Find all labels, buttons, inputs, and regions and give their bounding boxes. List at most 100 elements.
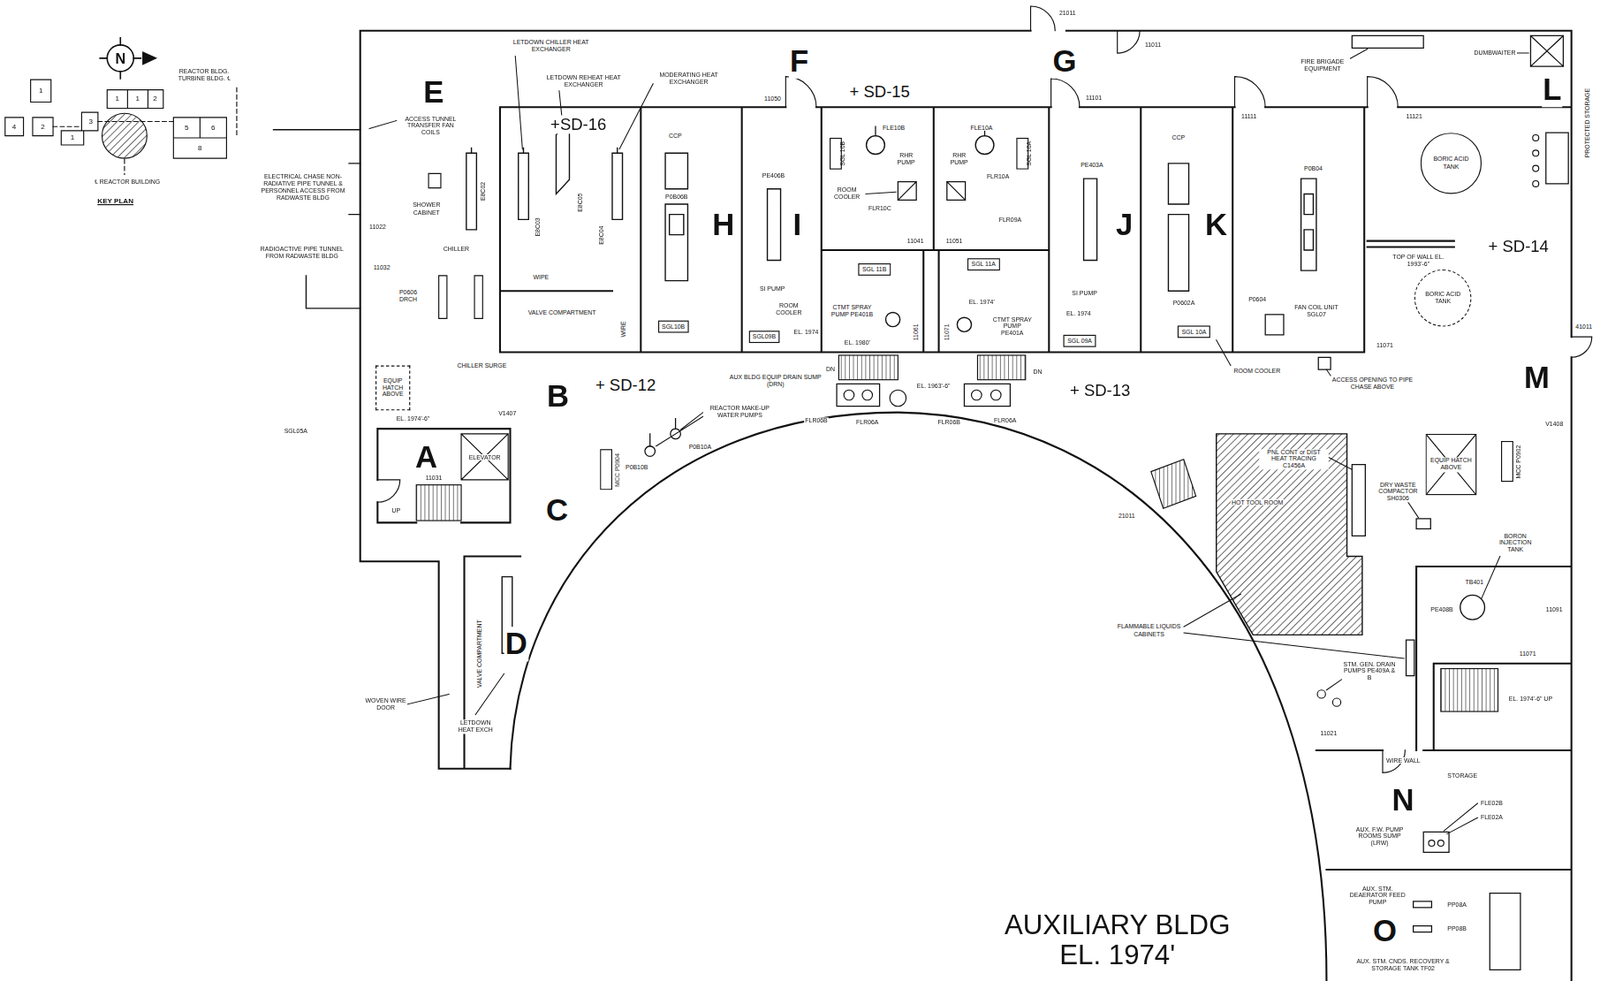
node-text: EQUIP HATCH ABOVE [1429, 457, 1473, 472]
plan-label: 41011 [1574, 323, 1593, 331]
plan-label: 21011 [1058, 9, 1077, 17]
plan-label: EL. 1974 [792, 327, 819, 335]
plan-label: MODERATING HEAT EXCHANGER [655, 71, 723, 86]
plan-label: FLAMMABLE LIQUIDS CABINETS [1114, 623, 1183, 638]
zone-letter: D [504, 626, 529, 662]
plan-label: EL. 1974'-6" [395, 415, 432, 423]
drain-pump [1332, 697, 1341, 706]
plan-label: HOT TOOL ROOM [1230, 498, 1285, 506]
equipment-box: BORIC ACID TANK [1414, 269, 1472, 327]
small-tank [1532, 180, 1540, 187]
plan-label: P0B06B [664, 193, 690, 201]
zone-letter: I [791, 206, 803, 243]
plan-label: FIRE BRIGADE EQUIPMENT [1295, 58, 1350, 73]
plan-label: PE408B [1429, 605, 1455, 613]
rhr-pump [866, 136, 886, 155]
plan-label: CCP [667, 132, 683, 140]
sump-pump [862, 389, 873, 401]
plan-label: CTMT SPRAY PUMP PE401A [991, 315, 1035, 337]
plan-label: FLR10C [867, 204, 893, 213]
plan-label: 11031 [424, 473, 443, 481]
zone-letter: + SD-15 [848, 83, 911, 102]
plan-label: AUX BLDG EQUIP DRAIN SUMP (DRN) [728, 373, 823, 388]
plan-label: ACCESS OPENING TO PIPE CHASE ABOVE [1328, 376, 1417, 391]
equipment-box: SGL10B [657, 319, 689, 334]
equipment-box: SGL 11A [967, 257, 1001, 272]
plan-label: 11041 [906, 237, 926, 245]
plan-label: CHILLER SURGE [455, 361, 508, 369]
plan-label: P0B10A [687, 443, 713, 451]
plan-label: FLR06B [936, 418, 962, 426]
equipment-box: BORIC ACID TANK [1420, 132, 1482, 194]
key-plan-boxes [5, 79, 228, 159]
plan-label: EL. 1974'-6" UP [1503, 695, 1557, 703]
zone-letter: + SD-13 [1069, 381, 1132, 401]
doors [377, 6, 1592, 773]
plan-label: P0604 [1247, 295, 1267, 303]
zone-letter: L [1541, 71, 1563, 107]
plan-label: E8C04 [599, 224, 607, 246]
spray-pump [956, 317, 971, 332]
zone-letter: J [1114, 206, 1135, 243]
plan-label: TB401 [1463, 577, 1485, 585]
plan-label: AUX. STM. DEAERATOR FEED PUMP [1348, 885, 1408, 907]
plan-label: 11050 [763, 95, 782, 103]
plan-label: 1 [69, 133, 76, 142]
node-text: SGL09B [752, 333, 776, 341]
plan-label: TOP OF WALL EL. 1993'-6" [1387, 254, 1449, 269]
key-plan-reactor [101, 113, 147, 159]
plan-label: PP08A [1446, 900, 1468, 908]
pumps [665, 152, 1317, 291]
plan-label: PROTECTED STORAGE [1584, 86, 1592, 159]
plan-label: 11091 [1545, 605, 1564, 613]
zone-letter: O [1372, 912, 1398, 948]
zone-letter: M [1523, 359, 1551, 395]
sump-pump [843, 389, 855, 401]
stair [1151, 459, 1197, 509]
zone-letter: K [1204, 206, 1229, 243]
zone-letter: N [113, 50, 127, 68]
plan-label: STORAGE [1446, 772, 1479, 780]
cross-lines [1426, 434, 1476, 494]
node-text: MCC P0904 [614, 452, 622, 486]
plan-label: 11051 [945, 237, 964, 245]
zone-letter: +SD-16 [549, 115, 607, 135]
equipment-box: MCC P0902 [1501, 440, 1514, 482]
zone-letter: C [545, 492, 569, 528]
plan-label: STM. GEN. DRAIN PUMPS PE409A & B [1342, 660, 1397, 683]
zone-letter: A [414, 439, 439, 475]
plan-label: 3 [87, 117, 94, 126]
plan-label: FLE02B [1479, 799, 1504, 807]
plan-label: PP08B [1446, 925, 1468, 933]
plan-label: REACTOR BLDG. TURBINE BLDG. ℄ [166, 68, 242, 83]
plan-label: RHR PUMP [943, 151, 975, 167]
plan-label: ELECTRICAL CHASE NON-RADIATIVE PIPE TUNN… [257, 173, 349, 202]
makeup-pump [644, 446, 656, 457]
plan-label: EL. 1974' [968, 298, 996, 306]
plan-label: 11071 [1375, 341, 1395, 349]
plan-label: SI PUMP [758, 285, 787, 293]
plan-label: RHR PUMP [890, 151, 922, 167]
leader-lines [369, 48, 1529, 834]
plan-label: RADIOACTIVE PIPE TUNNEL FROM RADWASTE BL… [255, 245, 349, 260]
spray-pump [886, 311, 901, 327]
node-text: SGL 09A [1067, 337, 1092, 345]
plan-label: P0B04 [1303, 165, 1324, 173]
plan-label: 21011 [1117, 511, 1137, 519]
plan-label: 11022 [368, 222, 387, 230]
rhr-pump [975, 136, 994, 155]
plan-label: ROOM COOLER [767, 302, 812, 317]
diagram-title: AUXILIARY BLDG EL. 1974' [989, 909, 1245, 971]
plan-label: 6 [210, 123, 217, 132]
plan-label: WIRE [621, 319, 629, 338]
node-text: SGL 10B [839, 140, 847, 166]
plan-label: LETDOWN CHILLER HEAT EXCHANGER [508, 38, 593, 54]
zone-letter: + SD-12 [594, 376, 658, 395]
zone-letter: + SD-14 [1486, 237, 1550, 257]
plan-label: AUX. STM. CNDS. RECOVERY & STORAGE TANK … [1345, 958, 1460, 973]
plan-label: P0B10B [624, 463, 650, 471]
plan-label: EL. 1963'-6" [916, 382, 952, 390]
zone-letter: F [788, 43, 810, 79]
zone-letter: E [422, 74, 445, 110]
sump-pump [971, 389, 983, 401]
